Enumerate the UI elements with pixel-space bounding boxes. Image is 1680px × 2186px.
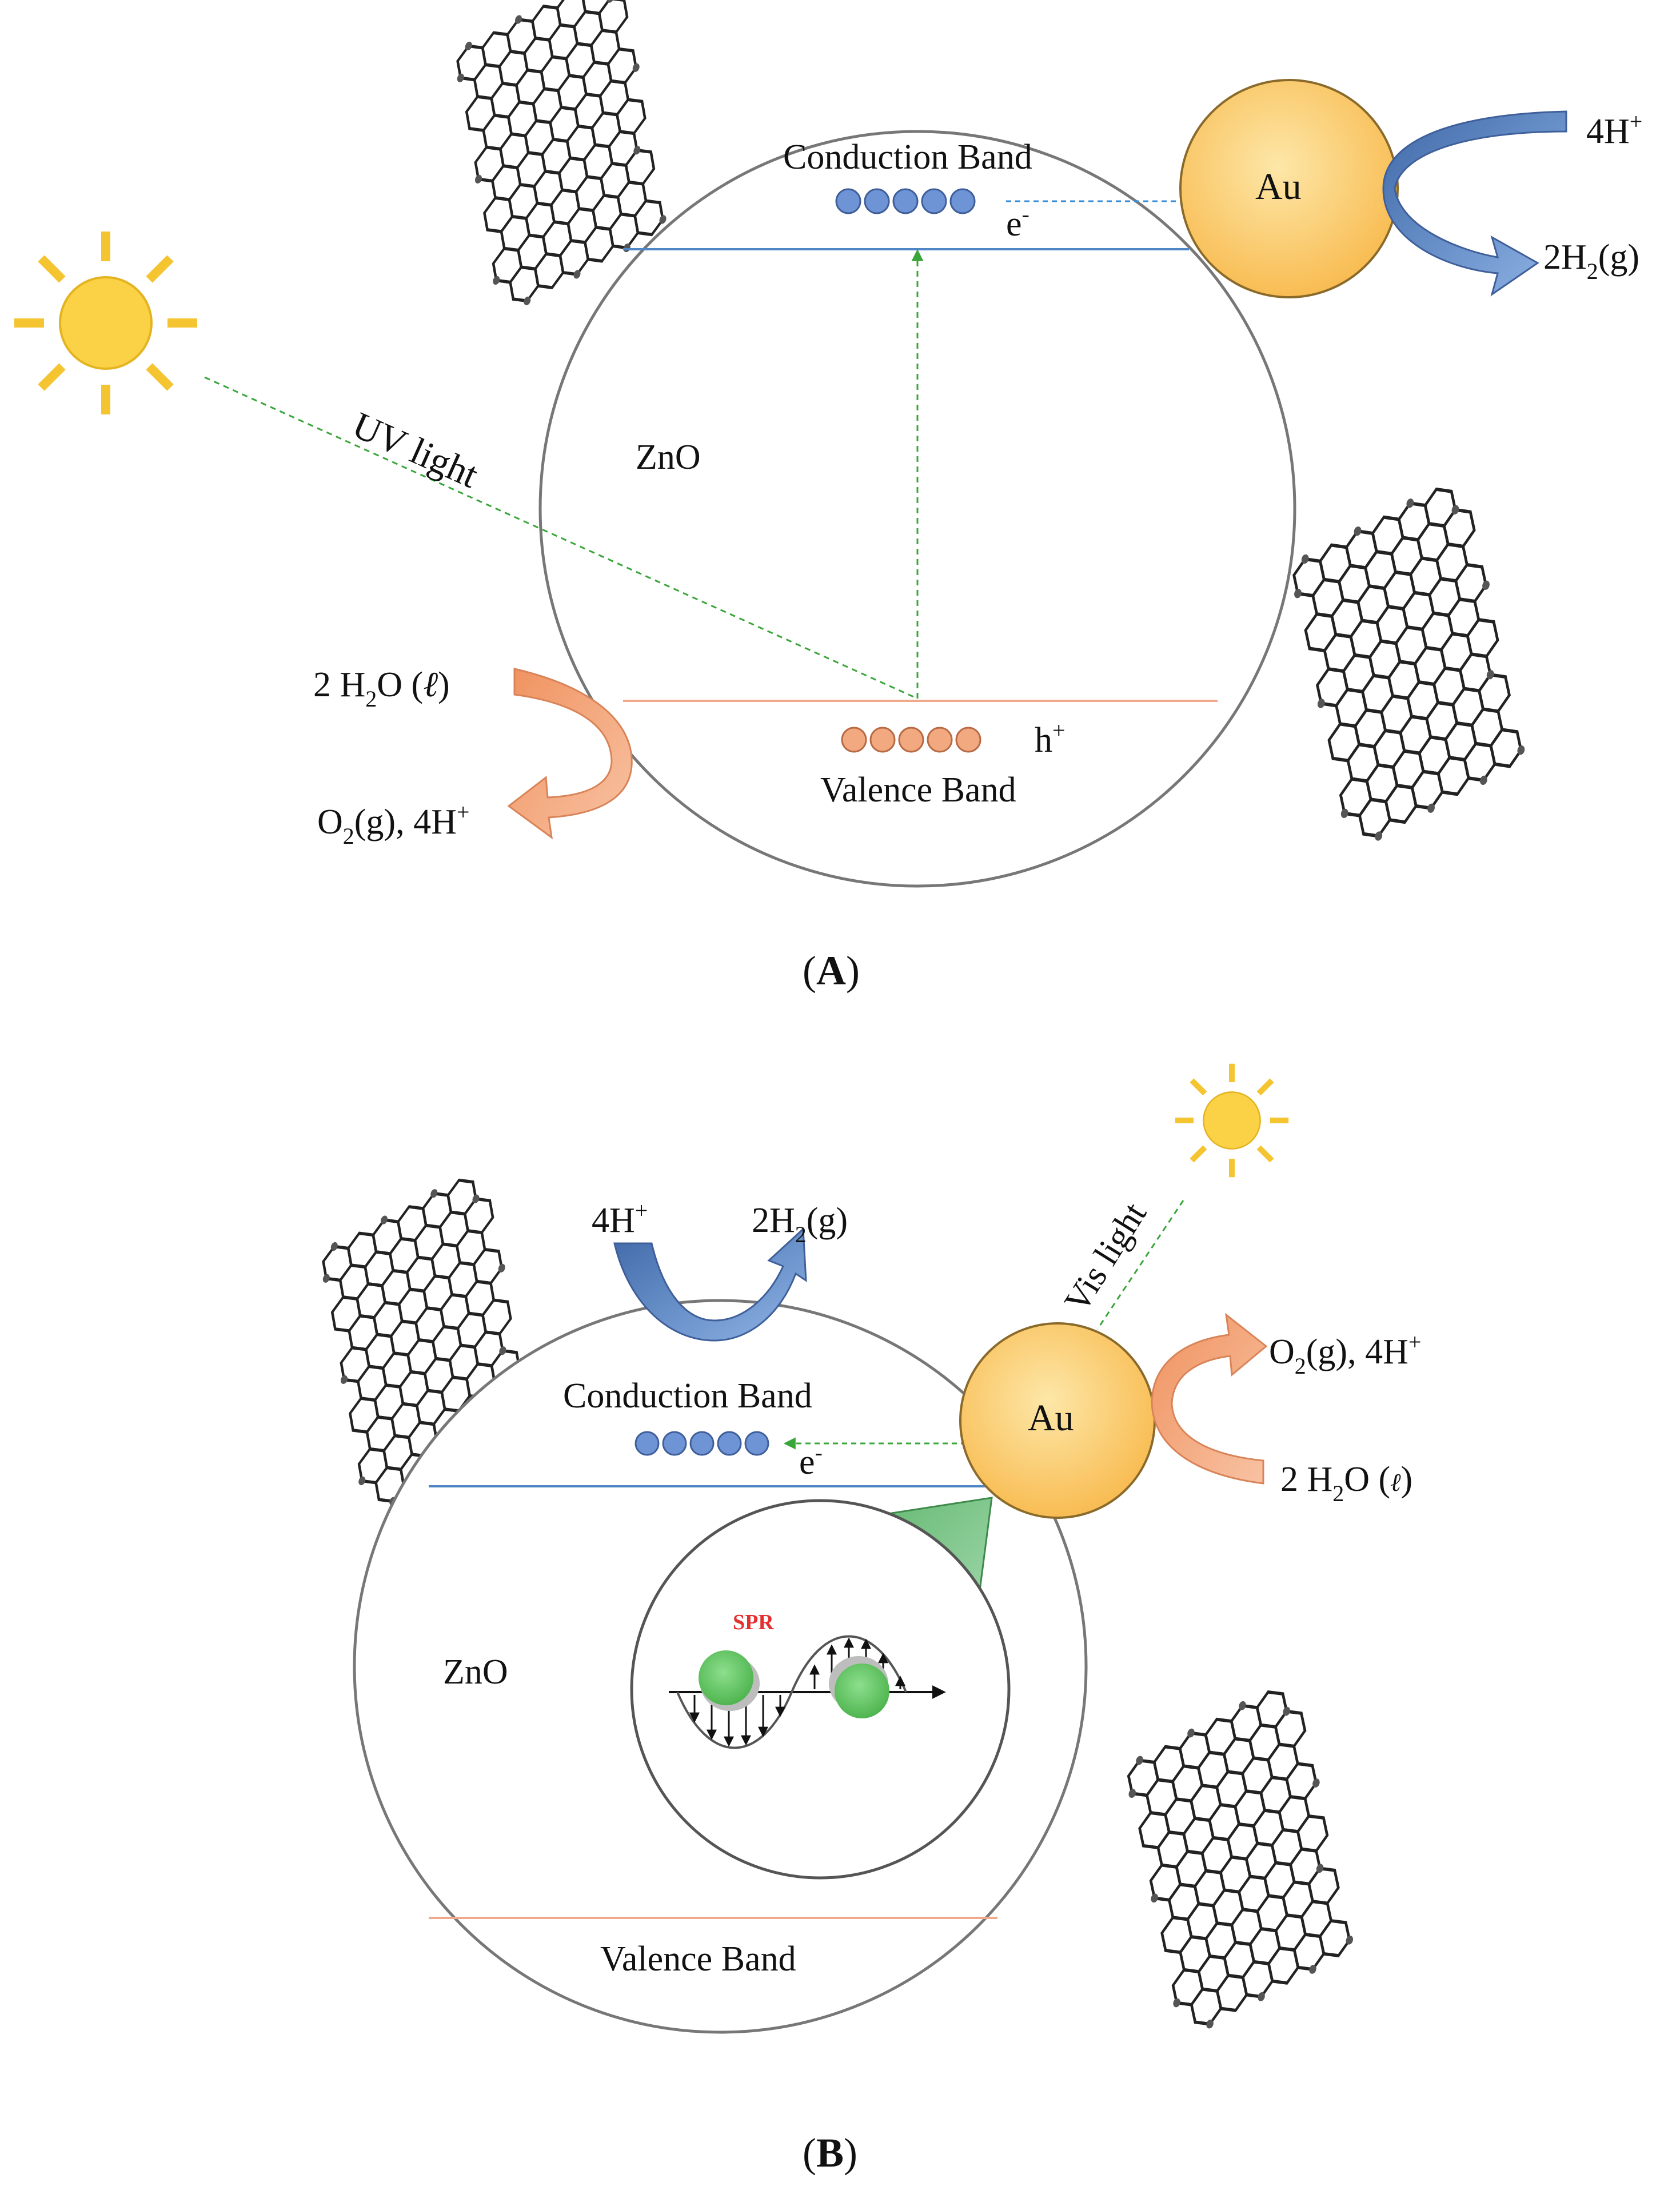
reduction-reactant: 4H+: [1586, 109, 1642, 151]
arrow-icon: [1151, 1313, 1268, 1485]
electron: [864, 188, 890, 214]
panel-b: Conduction Band ZnO Valence Band e- SPR: [318, 1064, 1421, 2176]
electron: [949, 188, 976, 214]
sun-icon: [1175, 1064, 1288, 1177]
oxidation-product: O2(g), 4H+: [1269, 1329, 1421, 1379]
electron: [892, 188, 919, 214]
vis-light-path: [1096, 1200, 1184, 1330]
oxidation-product: O2(g), 4H+: [317, 799, 469, 849]
electron-label: e-: [799, 1439, 823, 1482]
spr-particle: [835, 1664, 889, 1718]
uv-light-label: UV light: [346, 404, 484, 496]
hole: [869, 727, 896, 753]
electron-label: e-: [1006, 201, 1029, 244]
hole-label: h+: [1035, 717, 1066, 760]
valence-band-label: Valence Band: [820, 771, 1016, 809]
gold-label: Au: [1028, 1397, 1074, 1439]
electron: [744, 1431, 769, 1456]
reduction-product: 2H2(g): [1543, 238, 1639, 284]
spr-wave: [669, 1635, 946, 1749]
conduction-band-label: Conduction Band: [783, 138, 1032, 177]
hole: [841, 727, 867, 753]
hole-row: [841, 727, 981, 753]
spr-label: SPR: [733, 1610, 774, 1634]
electron: [717, 1431, 742, 1456]
reduction-reactant: 4H+: [592, 1198, 648, 1240]
panel-a-caption: (A): [803, 948, 860, 994]
uv-light-path: [204, 376, 918, 700]
hole: [955, 727, 981, 753]
arrow-icon: [1382, 110, 1567, 297]
electron: [921, 188, 947, 214]
gold-label: Au: [1255, 166, 1302, 208]
vis-light-label: Vis light: [1057, 1196, 1154, 1319]
valence-band-label: Valence Band: [600, 1940, 796, 1978]
panel-a: UV light Conduction Band ZnO Valence Ban…: [14, 0, 1642, 994]
graphene-sheet-icon: [1122, 1673, 1355, 2044]
hole: [898, 727, 924, 753]
gold-nanoparticle: [1179, 79, 1399, 298]
electron: [835, 188, 861, 214]
spr-inset: [630, 1499, 1011, 1880]
electron: [635, 1431, 660, 1456]
zno-label: ZnO: [443, 1653, 508, 1692]
spr-particle: [699, 1650, 753, 1705]
oxidation-reactant: 2 H2O (ℓ): [1280, 1460, 1412, 1506]
electron-row: [835, 188, 976, 214]
electron: [689, 1431, 715, 1456]
zno-label: ZnO: [636, 438, 701, 477]
arrow-icon: [507, 668, 633, 840]
reduction-product: 2H2(g): [752, 1201, 848, 1247]
conduction-band-label: Conduction Band: [563, 1377, 812, 1415]
electron: [662, 1431, 687, 1456]
electron-row: [635, 1431, 769, 1456]
arrow-icon: [613, 1227, 807, 1342]
sun-icon: [14, 232, 197, 414]
graphene-sheet-icon: [1287, 469, 1527, 856]
oxidation-reactant: 2 H2O (ℓ): [313, 665, 450, 712]
panel-b-caption: (B): [803, 2130, 857, 2176]
hole: [927, 727, 953, 753]
